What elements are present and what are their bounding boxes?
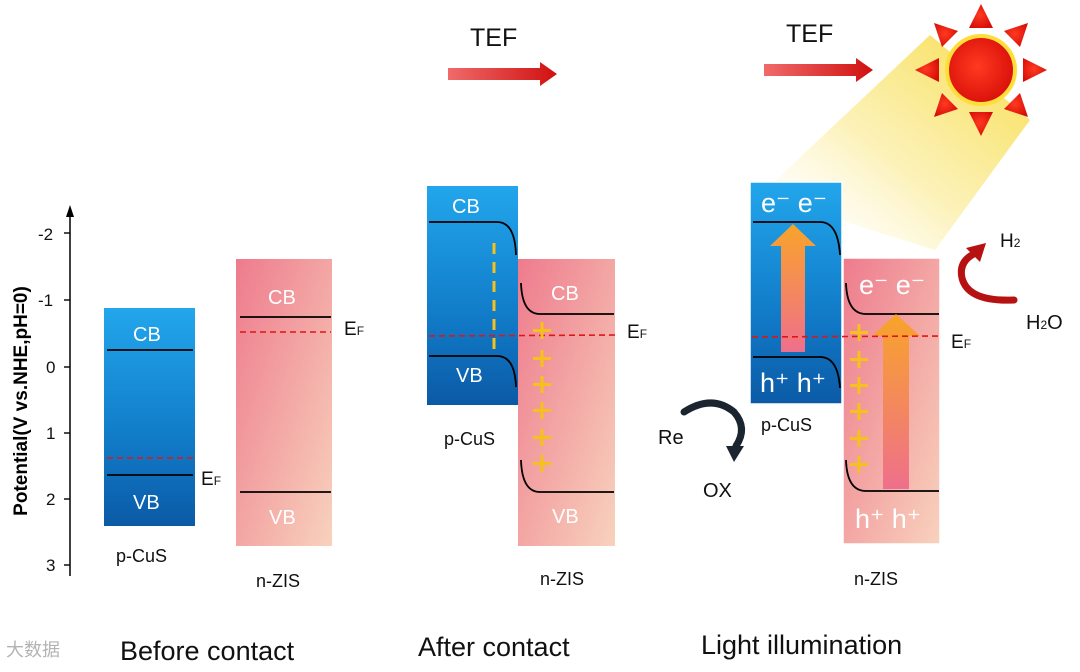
re-label: Re [658, 427, 684, 449]
pcus-name-1: p-CuS [116, 546, 168, 566]
nzis-cb-line-3 [845, 282, 939, 315]
tef-arrow-2 [448, 62, 557, 86]
ef-label-2: EF [627, 322, 648, 343]
y-tick: -2 [38, 225, 54, 244]
sun-icon [915, 4, 1047, 136]
y-axis-label: Potential(V vs.NHE,pH=0) [11, 286, 32, 516]
panel-light-illumination [680, 4, 1047, 545]
pcus-vb-line-2 [429, 355, 517, 388]
y-axis [64, 205, 74, 576]
pcus-cb-label-2: CB [452, 196, 480, 218]
tef-label-2: TEF [470, 24, 518, 52]
panel-title-2: After contact [418, 632, 570, 662]
nzis-name-3: n-ZIS [854, 569, 899, 589]
y-tick: 0 [46, 358, 56, 377]
nzis-vb-label-2: VB [552, 506, 579, 528]
ef-label-3: EF [951, 332, 972, 353]
nzis-cb-label-1: CB [268, 287, 296, 309]
nzis-electrons: e⁻ e⁻ [859, 270, 926, 300]
y-tick: 2 [46, 490, 56, 509]
ox-label: OX [703, 480, 732, 502]
panel-title-1: Before contact [120, 636, 295, 666]
ef-line-3 [751, 335, 942, 338]
pcus-vb-label-2: VB [456, 365, 483, 387]
h2-evolution-arrow [957, 248, 1018, 304]
nzis-block-2 [518, 259, 615, 546]
pcus-vb-line-3 [753, 356, 841, 389]
panel-before-contact [104, 259, 332, 546]
pcus-cb-line-2 [429, 221, 517, 256]
nzis-ef-label-1: EF [344, 319, 365, 340]
nzis-cb-line-2 [520, 282, 614, 315]
nzis-cb-label-2: CB [551, 283, 579, 305]
pcus-vb-label-1: VB [133, 492, 160, 514]
pcus-excitation-arrow [770, 224, 816, 352]
h2o-label: H2O [1026, 312, 1063, 334]
nzis-excitation-arrow [872, 314, 920, 489]
pcus-name-2: p-CuS [444, 429, 496, 449]
hole-plus-signs-3 [850, 324, 868, 473]
tef-label-3: TEF [786, 20, 834, 48]
pcus-holes: h⁺ h⁺ [760, 368, 827, 398]
pcus-cb-line-3 [753, 221, 841, 256]
nzis-name-2: n-ZIS [540, 569, 585, 589]
pcus-electrons: e⁻ e⁻ [761, 188, 828, 218]
pcus-ef-label-1: EF [201, 469, 222, 490]
hole-plus-signs-2 [533, 322, 551, 472]
pcus-cb-label-1: CB [133, 324, 161, 346]
y-tick: 1 [46, 424, 56, 443]
nzis-holes: h⁺ h⁺ [855, 504, 922, 534]
panel-title-3: Light illumination [701, 630, 903, 660]
nzis-vb-line-3 [845, 459, 939, 492]
oxidation-arrow [680, 399, 745, 450]
pcus-block-1 [104, 308, 195, 526]
tef-arrow-3 [764, 58, 873, 82]
watermark: 大数据 [6, 640, 60, 661]
h2-label: H2 [1000, 231, 1021, 252]
nzis-vb-label-1: VB [269, 507, 296, 529]
nzis-block-1 [236, 259, 332, 546]
pcus-name-3: p-CuS [761, 415, 813, 435]
ef-line-2 [428, 334, 618, 337]
nzis-name-1: n-ZIS [256, 571, 301, 591]
panel-after-contact [427, 62, 618, 546]
y-tick: 3 [46, 556, 56, 575]
y-tick: -1 [38, 291, 54, 310]
nzis-vb-line-2 [520, 459, 614, 493]
